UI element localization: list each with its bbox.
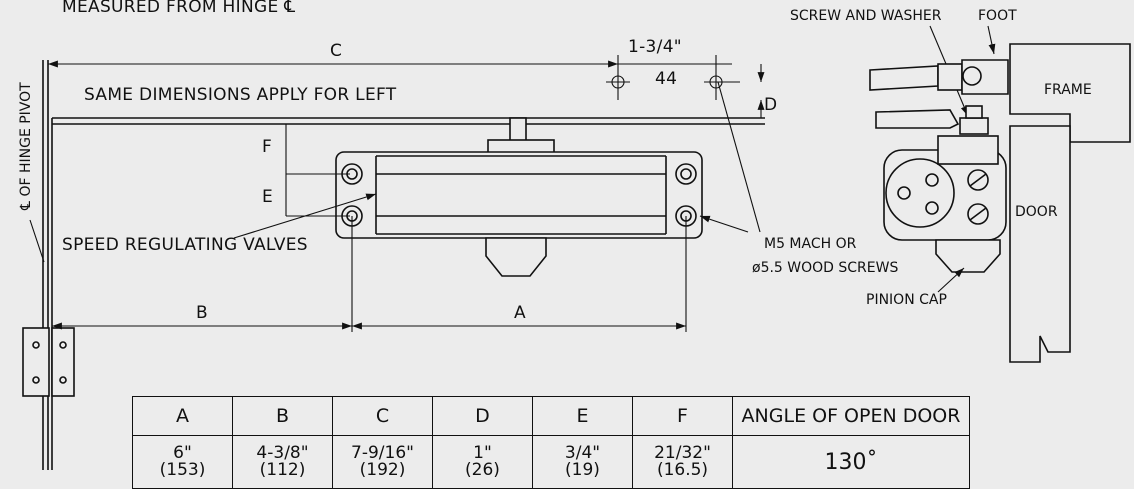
dim-f-e-lines — [285, 124, 350, 217]
door-label: DOOR — [1015, 204, 1058, 220]
value-a: 6"(153) — [132, 435, 233, 489]
value-b: 4-3/8"(112) — [232, 435, 333, 489]
hinge-pivot-label: ℄ OF HINGE PIVOT — [18, 82, 34, 211]
measured-from-label: MEASURED FROM HINGE ℄ — [62, 0, 295, 17]
header-f: F — [632, 396, 733, 436]
dim-d-label: D — [764, 95, 777, 115]
frame-label: FRAME — [1044, 82, 1092, 98]
dim-top-mm: 44 — [655, 69, 677, 89]
dim-f-label: F — [262, 137, 272, 157]
value-f: 21/32"(16.5) — [632, 435, 733, 489]
same-dimensions-label: SAME DIMENSIONS APPLY FOR LEFT — [84, 85, 397, 105]
foot-label: FOOT — [978, 8, 1017, 24]
dim-44-line — [600, 55, 740, 100]
table-row: 6"(153) 4-3/8"(112) 7-9/16"(192) 1"(26) … — [132, 435, 970, 489]
dimension-table: A B C D E F ANGLE OF OPEN DOOR 6"(153) 4… — [132, 396, 970, 489]
value-e: 3/4"(19) — [532, 435, 633, 489]
dim-a-label: A — [514, 303, 526, 323]
door-panel — [1009, 125, 1071, 363]
header-a: A — [132, 396, 233, 436]
speed-valves-label: SPEED REGULATING VALVES — [62, 235, 308, 255]
arm-side-view — [869, 59, 1009, 135]
header-e: E — [532, 396, 633, 436]
dim-b-label: B — [196, 303, 208, 323]
dim-top-fraction: 1-3/4" — [628, 37, 682, 57]
value-c: 7-9/16"(192) — [332, 435, 433, 489]
value-angle: 130˚ — [732, 435, 970, 489]
dim-c-label: C — [330, 41, 342, 61]
header-angle: ANGLE OF OPEN DOOR — [732, 396, 970, 436]
pinion-cap-label: PINION CAP — [866, 292, 947, 308]
screws-label-1: M5 MACH OR — [764, 236, 857, 252]
header-d: D — [432, 396, 533, 436]
hinge-pivot-line — [42, 60, 53, 470]
header-c: C — [332, 396, 433, 436]
hinge-leaf — [22, 327, 75, 397]
value-d: 1"(26) — [432, 435, 533, 489]
table-header-row: A B C D E F ANGLE OF OPEN DOOR — [132, 396, 970, 436]
closer-side-view — [883, 135, 1007, 273]
screw-washer-label: SCREW AND WASHER — [790, 8, 942, 24]
dim-e-label: E — [262, 187, 273, 207]
header-b: B — [232, 396, 333, 436]
closer-body — [335, 151, 703, 277]
screws-label-2: ø5.5 WOOD SCREWS — [752, 260, 898, 276]
dim-c-line — [48, 55, 619, 100]
